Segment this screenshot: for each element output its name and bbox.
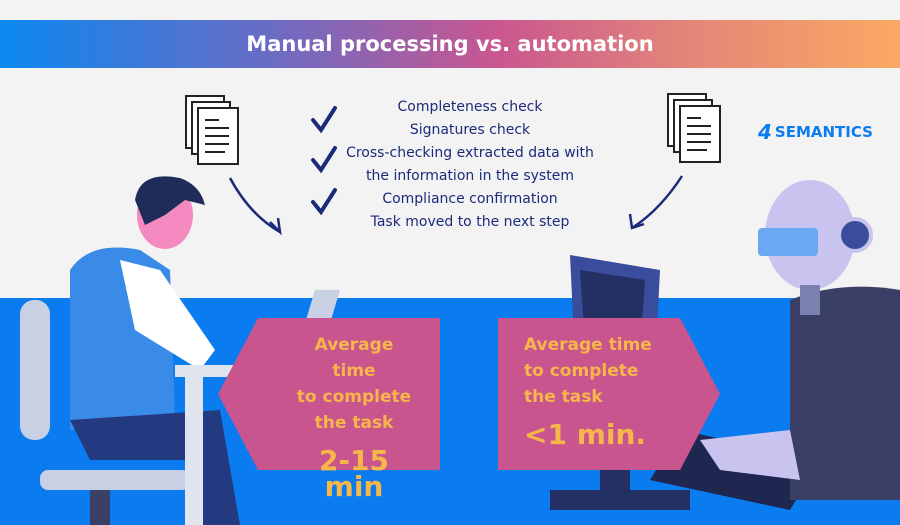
automation-label-line: to complete — [524, 361, 639, 381]
automation-time-callout: Average time to complete the task <1 min… — [498, 318, 720, 470]
manual-label-line: Average time — [314, 335, 394, 381]
checklist-item: Completeness check — [397, 99, 543, 115]
manual-time-callout: Average time to complete the task 2-15 m… — [218, 318, 440, 501]
checklist-item: Signatures check — [409, 122, 531, 138]
manual-label-line: to complete — [296, 387, 412, 407]
manual-label-line: the task — [314, 413, 394, 433]
automation-label-line: the task — [524, 387, 603, 407]
checkmark-icons — [311, 106, 337, 216]
document-stack-right-icon — [667, 93, 721, 163]
automation-label-line: Average time — [524, 335, 652, 355]
logo-text: SEMANTICS — [774, 123, 873, 141]
document-stack-left-icon — [185, 95, 239, 165]
manual-time-value: 2-15 min — [318, 444, 390, 503]
checklist-item: Cross-checking extracted data with — [346, 145, 594, 161]
title-banner: Manual processing vs. automation — [0, 20, 900, 68]
office-worker-figure — [20, 176, 340, 525]
arrow-right-icon — [628, 175, 684, 230]
page-title: Manual processing vs. automation — [246, 32, 654, 56]
arrow-left-icon — [228, 177, 282, 236]
checklist-item: the information in the system — [366, 168, 574, 184]
checklist: Completeness check Signatures check Cros… — [330, 96, 610, 234]
semantics-logo: 4 SEMANTICS — [758, 120, 873, 144]
checklist-item: Task moved to the next step — [370, 214, 570, 230]
automation-time-value: <1 min. — [524, 418, 647, 451]
logo-mark-icon: 4 — [758, 120, 772, 144]
checklist-item: Compliance confirmation — [382, 191, 558, 207]
